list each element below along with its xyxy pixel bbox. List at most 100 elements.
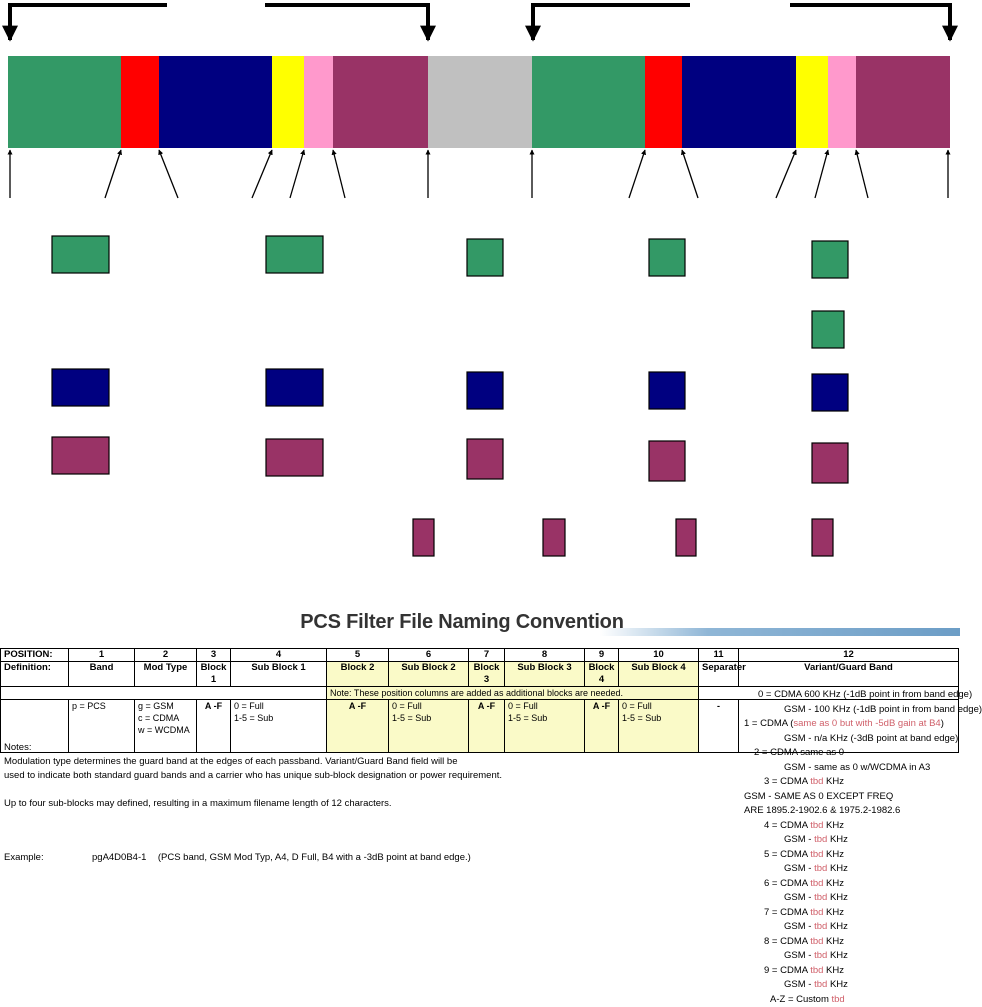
variant-line: GSM - tbd KHz: [744, 949, 958, 964]
pointer-arrow: [776, 150, 796, 198]
variant-text: KHz: [827, 950, 848, 961]
variant-text: GSM -: [784, 979, 814, 990]
legend-swatch: [52, 369, 109, 406]
variant-line: GSM - same as 0 w/WCDMA in A3: [744, 761, 958, 776]
variant-highlight: tbd: [814, 892, 827, 903]
notes-heading: Notes:: [4, 741, 704, 755]
variant-highlight: tbd: [810, 878, 823, 889]
variant-highlight: tbd: [814, 863, 827, 874]
variant-text: 8 = CDMA: [764, 936, 810, 947]
variant-text: KHz: [823, 936, 844, 947]
definition-cell: Separater: [699, 662, 739, 687]
variant-line: GSM - tbd KHz: [744, 833, 958, 848]
mod-value: g = GSM: [138, 700, 193, 712]
variant-line: 4 = CDMA tbd KHz: [744, 819, 958, 834]
band-segment: [532, 56, 645, 148]
variant-line: GSM - tbd KHz: [744, 862, 958, 877]
notes-line: used to indicate both standard guard ban…: [4, 769, 704, 783]
variant-highlight: tbd: [810, 776, 823, 787]
sub-full: 0 = Full: [508, 700, 581, 712]
bracket-arrow: [10, 5, 167, 40]
variant-highlight: tbd: [814, 834, 827, 845]
legend-swatch: [812, 241, 848, 278]
variant-line: 3 = CDMA tbd KHz: [744, 775, 958, 790]
variant-line: ARE 1895.2-1902.6 & 1975.2-1982.6: [744, 804, 958, 819]
variant-highlight: same as 0 but with -5dB gain at B4: [793, 718, 940, 729]
sub-full: 0 = Full: [622, 700, 695, 712]
variant-line: 5 = CDMA tbd KHz: [744, 848, 958, 863]
variant-guard-band-list: 0 = CDMA 600 KHz (-1dB point in from ban…: [744, 688, 958, 1007]
legend-swatch: [812, 519, 833, 556]
variant-highlight: tbd: [810, 936, 823, 947]
definition-cell: Block 4: [585, 662, 619, 687]
variant-text: GSM -: [784, 950, 814, 961]
legend-swatch: [812, 374, 848, 411]
variant-highlight: tbd: [832, 994, 845, 1005]
legend-swatch: [52, 236, 109, 273]
definition-row: Definition: Band Mod Type Block 1 Sub Bl…: [1, 662, 959, 687]
position-cell: 7: [469, 649, 505, 662]
legend-swatch: [266, 236, 323, 273]
sub-full: 0 = Full: [392, 700, 465, 712]
variant-text: 6 = CDMA: [764, 878, 810, 889]
position-cell: 8: [505, 649, 585, 662]
variant-text: 3 = CDMA: [764, 776, 810, 787]
variant-text: KHz: [823, 878, 844, 889]
variant-line: GSM - tbd KHz: [744, 891, 958, 906]
pointer-arrow: [856, 150, 868, 198]
variant-line: GSM - SAME AS 0 EXCEPT FREQ: [744, 790, 958, 805]
variant-text: KHz: [827, 834, 848, 845]
variant-line: 0 = CDMA 600 KHz (-1dB point in from ban…: [744, 688, 958, 703]
variant-line: 7 = CDMA tbd KHz: [744, 906, 958, 921]
definition-cell: Sub Block 1: [231, 662, 327, 687]
position-label: POSITION:: [1, 649, 69, 662]
pointer-arrow: [629, 150, 645, 198]
legend-swatch: [413, 519, 434, 556]
variant-text: ): [941, 718, 944, 729]
legend-swatch: [543, 519, 565, 556]
position-cell: 5: [327, 649, 389, 662]
variant-line: GSM - n/a KHz (-3dB point at band edge): [744, 732, 958, 747]
band-segment: [828, 56, 856, 148]
band-value: p = PCS: [72, 700, 131, 712]
title-decoration-stripe: [600, 628, 960, 636]
definition-cell: Block 3: [469, 662, 505, 687]
legend-swatch: [266, 369, 323, 406]
variant-line: 9 = CDMA tbd KHz: [744, 964, 958, 979]
definition-cell: Variant/Guard Band: [739, 662, 959, 687]
variant-text: KHz: [823, 776, 844, 787]
legend-swatch: [812, 311, 844, 348]
pointer-arrow: [333, 150, 345, 198]
added-columns-note: Note: These position columns are added a…: [327, 687, 699, 700]
position-cell: 12: [739, 649, 959, 662]
bracket-arrow: [790, 5, 950, 40]
pointer-arrow: [682, 150, 698, 198]
variant-line: 2 = CDMA same as 0: [744, 746, 958, 761]
empty-cell: [1, 687, 327, 700]
variant-line: GSM - tbd KHz: [744, 978, 958, 993]
position-row: POSITION: 1 2 3 4 5 6 7 8 9 10 11 12: [1, 649, 959, 662]
variant-text: KHz: [827, 863, 848, 874]
variant-line: 6 = CDMA tbd KHz: [744, 877, 958, 892]
band-segment: [159, 56, 272, 148]
mod-value: c = CDMA: [138, 712, 193, 724]
position-cell: 6: [389, 649, 469, 662]
variant-text: KHz: [827, 921, 848, 932]
example-row: Example:pgA4D0B4-1 (PCS band, GSM Mod Ty…: [4, 852, 471, 863]
definition-cell: Mod Type: [135, 662, 197, 687]
variant-line: GSM - tbd KHz: [744, 920, 958, 935]
position-cell: 9: [585, 649, 619, 662]
variant-text: 0 = CDMA 600 KHz (-1dB point in from ban…: [758, 689, 972, 700]
definition-cell: Sub Block 4: [619, 662, 699, 687]
variant-text: GSM -: [784, 834, 814, 845]
legend-swatch: [649, 372, 685, 409]
bracket-arrow: [533, 5, 690, 40]
bracket-arrow: [265, 5, 428, 40]
variant-highlight: tbd: [814, 921, 827, 932]
sub-sub: 1-5 = Sub: [392, 712, 465, 724]
band-segment: [682, 56, 796, 148]
variant-text: GSM -: [784, 921, 814, 932]
mod-value: w = WCDMA: [138, 724, 193, 736]
band-segment: [304, 56, 333, 148]
variant-text: KHz: [823, 820, 844, 831]
